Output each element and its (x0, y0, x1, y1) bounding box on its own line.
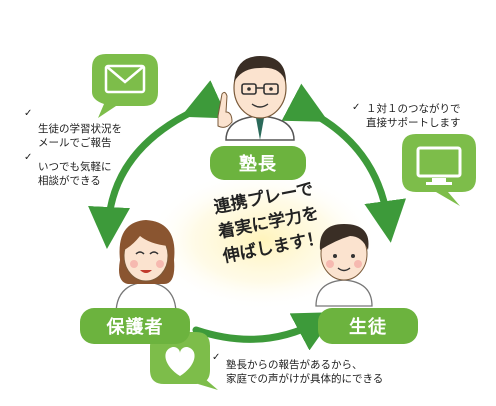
check-mark: ✓ (212, 352, 221, 363)
student-figure (315, 224, 373, 307)
arrow-head-guardian (88, 80, 228, 249)
check-mark: ✓ (24, 152, 33, 163)
guardian-figure (115, 220, 177, 315)
note-left-bottom: いつでも気軽に 相談ができる (38, 161, 112, 187)
heart-icon (150, 332, 218, 390)
note-left-top: 生徒の学習状況を メールでご報告 (38, 123, 122, 149)
note-right: １対１のつながりで 直接サポートします (366, 103, 461, 129)
label-guardian: 保護者 (80, 308, 190, 344)
arrows (88, 80, 406, 351)
check-mark: ✓ (352, 102, 361, 113)
monitor-icon (402, 134, 476, 206)
cram-school-head-figure (217, 56, 295, 141)
label-cram-school-head: 塾長 (210, 146, 306, 180)
check-mark: ✓ (24, 108, 33, 119)
envelope-icon (92, 54, 158, 118)
note-bottom: 塾長からの報告があるから、 家庭での声がけが具体的にできる (226, 359, 384, 385)
label-student: 生徒 (318, 308, 418, 344)
arrow-head-student (281, 83, 406, 243)
arrow-guardian-student (192, 312, 337, 351)
